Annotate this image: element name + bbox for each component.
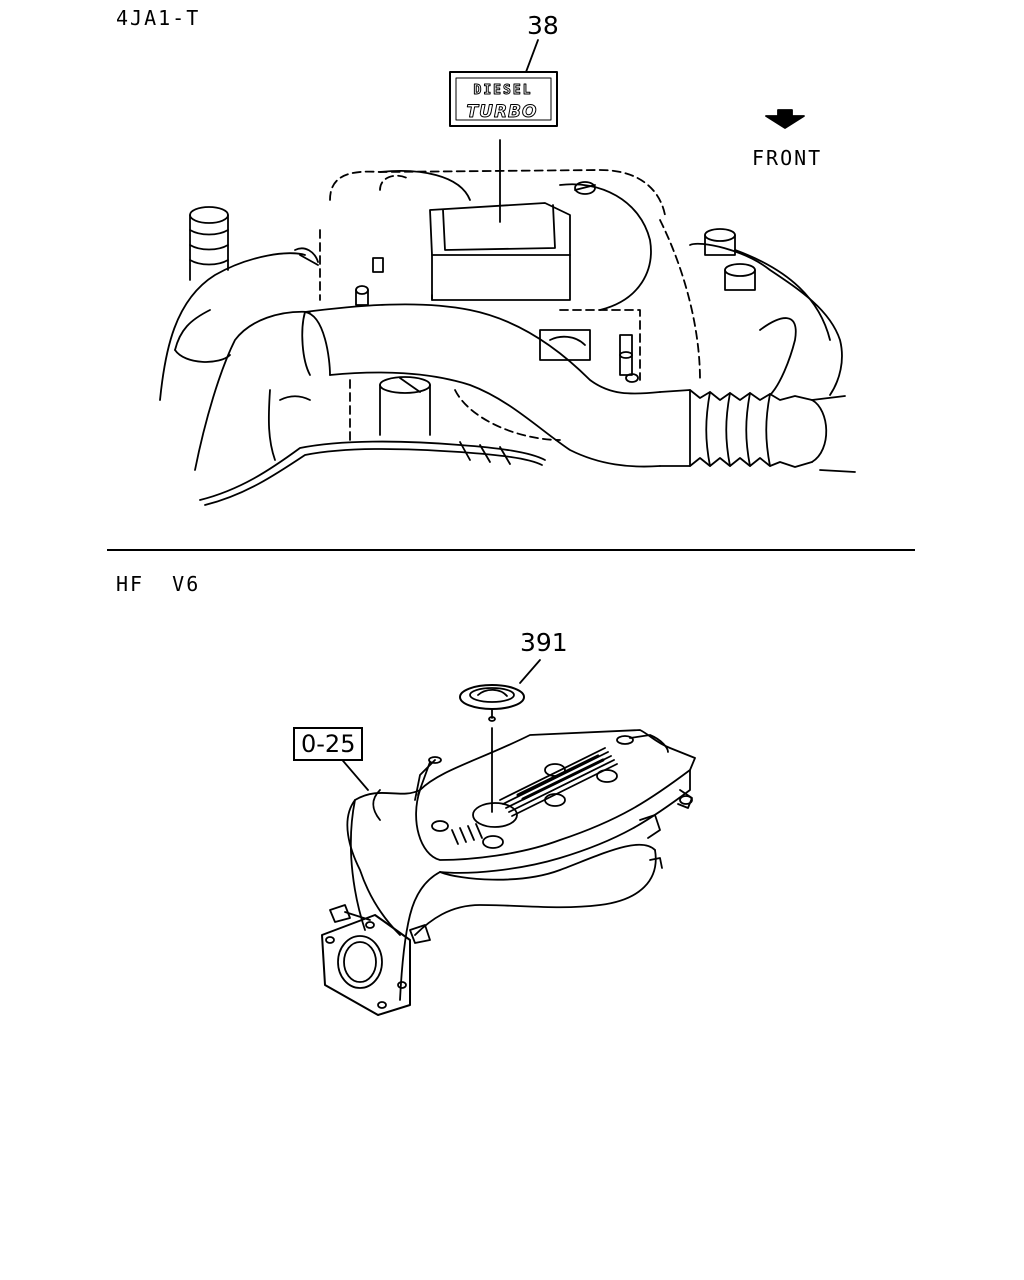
section-divider [107, 549, 915, 551]
reference-box-0-25: 0-25 [293, 727, 364, 761]
front-label: FRONT [752, 146, 823, 170]
emblem-turbo-text: TURBO [467, 102, 538, 122]
emblem-diesel-text: DIESEL [474, 83, 533, 98]
callout-391: 391 [520, 628, 568, 657]
engine-code-hf-v6: HF V6 [116, 572, 201, 596]
down-arrow-icon [765, 109, 805, 129]
intercooler-assembly [159, 169, 856, 506]
engine-code-4ja1t: 4JA1-T [116, 6, 201, 30]
seal-part-391 [459, 684, 525, 722]
callout-38: 38 [527, 11, 559, 40]
diesel-turbo-emblem: DIESEL TURBO [449, 71, 558, 127]
intake-manifold [321, 729, 696, 1016]
